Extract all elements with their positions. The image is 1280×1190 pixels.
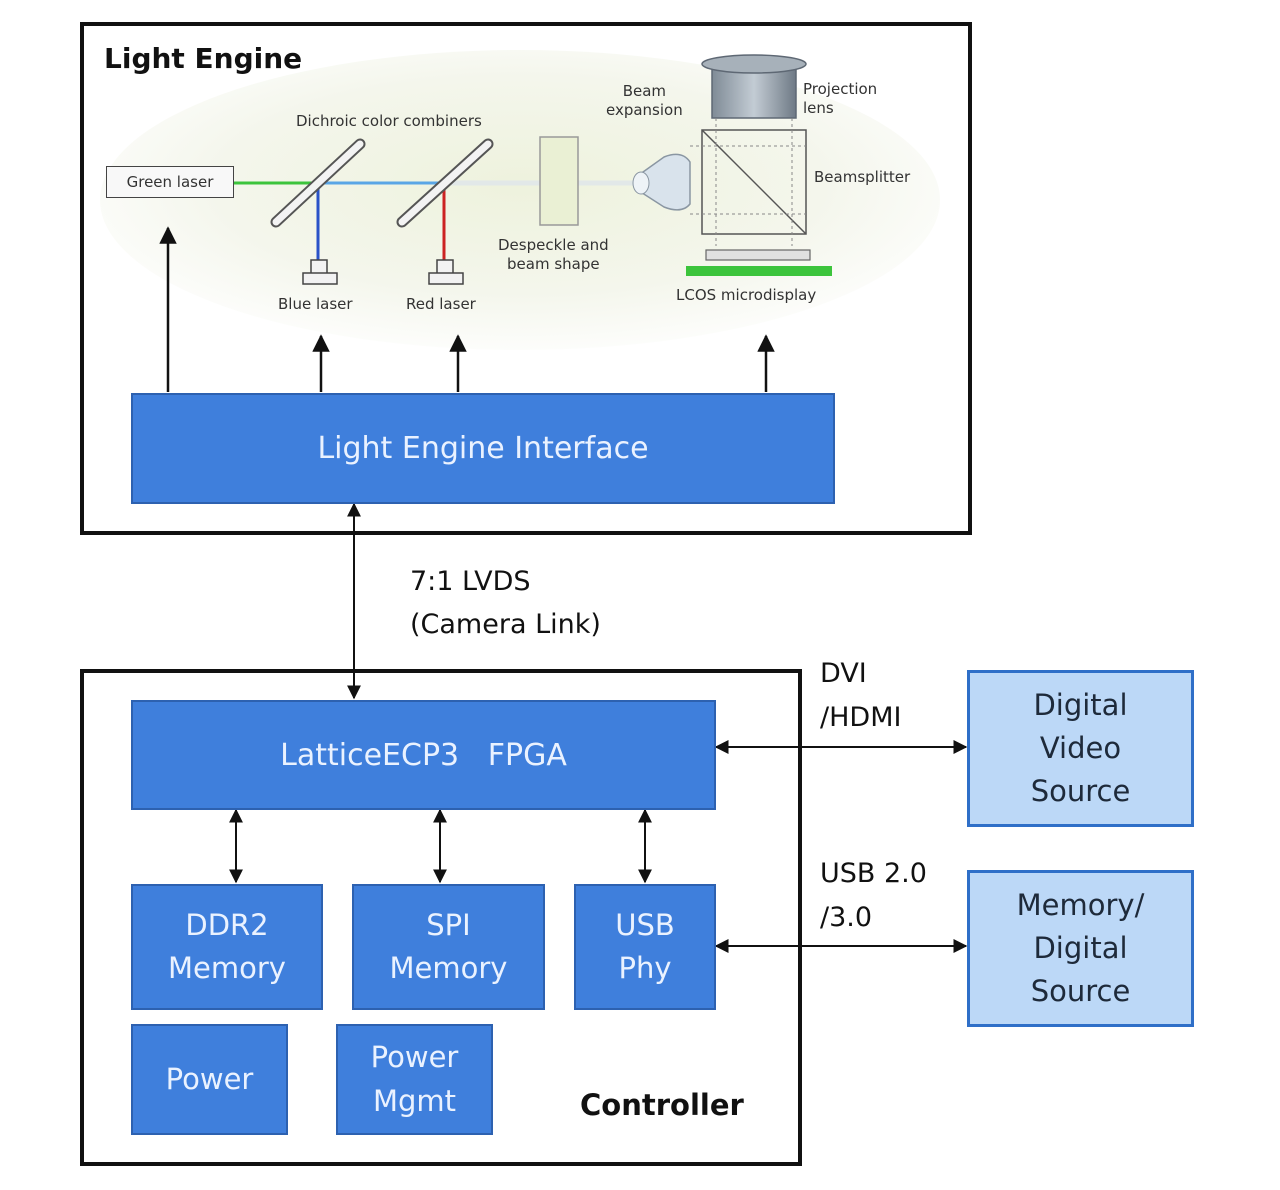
blue-laser-mount	[302, 259, 338, 285]
despeckle-label: Despeckle and beam shape	[498, 236, 609, 273]
light-engine-title: Light Engine	[104, 42, 303, 75]
lcos-label: LCOS microdisplay	[676, 286, 817, 304]
spi-memory-block: SPI Memory	[352, 884, 545, 1010]
beamsplitter-label: Beamsplitter	[814, 168, 911, 186]
projection-lens-illustration	[701, 54, 807, 119]
red-laser-mount	[428, 259, 464, 285]
dichroic-mirror-2	[396, 138, 494, 228]
light-engine-interface: Light Engine Interface	[131, 393, 835, 504]
despeckle-element	[539, 136, 579, 226]
dichroic-mirror-1	[270, 138, 366, 228]
lcos-stage	[705, 249, 811, 261]
power-mgmt-block: Power Mgmt	[336, 1024, 493, 1135]
projection-lens-label: Projection lens	[803, 80, 878, 117]
lcos-microdisplay	[686, 266, 832, 276]
blue-laser-label: Blue laser	[278, 295, 353, 313]
green-laser-box: Green laser	[106, 166, 234, 198]
controller-title: Controller	[580, 1088, 744, 1122]
usb-label: USB 2.0 /3.0	[820, 858, 927, 933]
beam-expander	[635, 153, 691, 211]
dichroic-label: Dichroic color combiners	[296, 112, 482, 130]
ddr2-memory-block: DDR2 Memory	[131, 884, 323, 1010]
power-block: Power	[131, 1024, 288, 1135]
lvds-label: 7:1 LVDS (Camera Link)	[410, 566, 601, 641]
usb-phy-block: USB Phy	[574, 884, 716, 1010]
fpga-block: LatticeECP3 FPGA	[131, 700, 716, 810]
memory-digital-source: Memory/ Digital Source	[967, 870, 1194, 1027]
beamsplitter-illustration	[690, 118, 807, 246]
red-laser-label: Red laser	[406, 295, 476, 313]
dvi-hdmi-label: DVI /HDMI	[820, 658, 902, 733]
digital-video-source: Digital Video Source	[967, 670, 1194, 827]
beam-expansion-label: Beam expansion	[606, 82, 683, 119]
